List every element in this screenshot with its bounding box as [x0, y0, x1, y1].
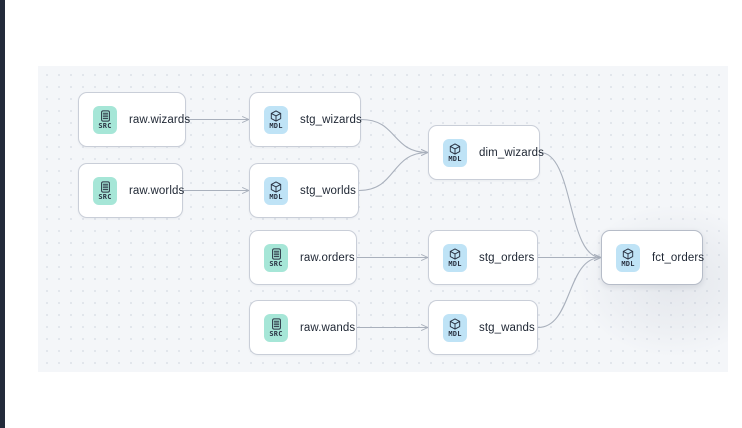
node-kind-label: MDL [269, 121, 283, 130]
node-kind-label: SRC [98, 121, 112, 130]
node-kind-label: SRC [98, 192, 112, 201]
node-kind-label: MDL [621, 259, 635, 268]
node-label: raw.wizards [129, 113, 191, 126]
cube-icon: MDL [264, 176, 288, 205]
node-label: stg_wands [479, 321, 535, 334]
graph-node-raw_worlds[interactable]: SRC raw.worlds [78, 163, 185, 218]
database-icon: SRC [264, 313, 288, 342]
node-kind-label: MDL [269, 192, 283, 201]
graph-node-raw_orders[interactable]: SRC raw.orders [249, 230, 357, 285]
database-icon: SRC [264, 243, 288, 272]
node-label: raw.worlds [129, 184, 185, 197]
node-kind-label: SRC [269, 329, 283, 338]
node-label: raw.wands [300, 321, 356, 334]
cube-icon: MDL [443, 243, 467, 272]
cube-icon: MDL [616, 243, 640, 272]
database-icon: SRC [93, 105, 117, 134]
node-label: stg_wizards [300, 113, 362, 126]
node-kind-label: SRC [269, 259, 283, 268]
graph-node-stg_orders[interactable]: MDL stg_orders [428, 230, 538, 285]
node-kind-label: MDL [448, 329, 462, 338]
graph-node-fct_orders[interactable]: MDL fct_orders [601, 230, 705, 285]
graph-node-raw_wizards[interactable]: SRC raw.wizards [78, 92, 190, 147]
graph-edge-dim_wizards-to-fct_orders [539, 151, 601, 258]
cube-icon: MDL [443, 313, 467, 342]
graph-edge-stg_worlds-to-dim_wizards [358, 153, 428, 192]
graph-node-raw_wands[interactable]: SRC raw.wands [249, 300, 357, 355]
graph-edge-stg_wizards-to-dim_wizards [360, 118, 428, 153]
node-label: stg_orders [479, 251, 535, 264]
cube-icon: MDL [264, 105, 288, 134]
left-rail [0, 0, 5, 428]
graph-node-stg_wands[interactable]: MDL stg_wands [428, 300, 538, 355]
node-kind-label: MDL [448, 154, 462, 163]
node-label: dim_wizards [479, 146, 545, 159]
node-label: stg_worlds [300, 184, 356, 197]
node-kind-label: MDL [448, 259, 462, 268]
cube-icon: MDL [443, 138, 467, 167]
graph-node-dim_wizards[interactable]: MDL dim_wizards [428, 125, 544, 180]
node-label: fct_orders [652, 251, 705, 264]
node-label: raw.orders [300, 251, 355, 264]
graph-node-stg_wizards[interactable]: MDL stg_wizards [249, 92, 362, 147]
database-icon: SRC [93, 176, 117, 205]
graph-edge-stg_wands-to-fct_orders [537, 258, 601, 329]
graph-node-stg_worlds[interactable]: MDL stg_worlds [249, 163, 359, 218]
